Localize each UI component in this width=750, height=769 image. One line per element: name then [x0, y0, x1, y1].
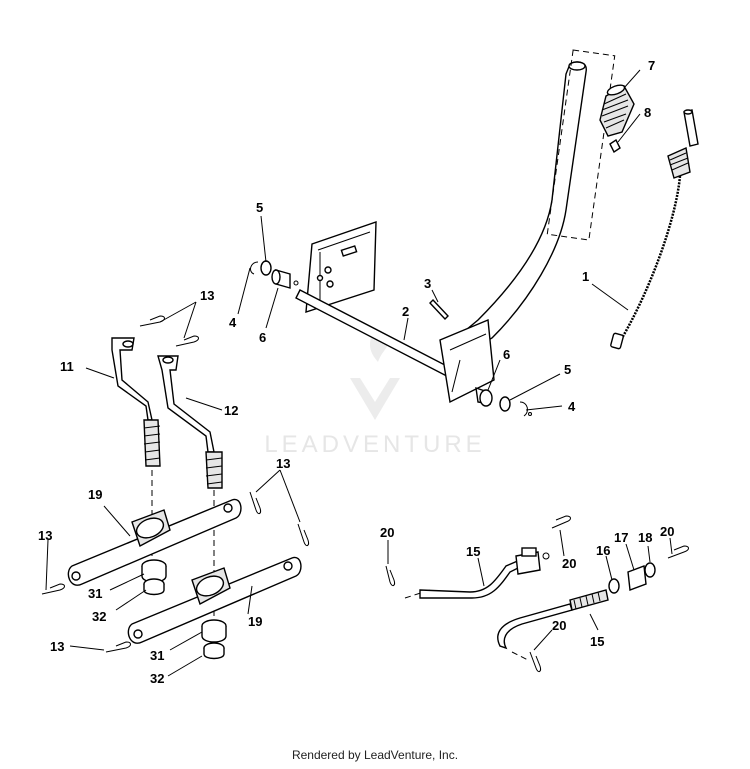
callout-31-upper: 31	[88, 586, 102, 601]
lift-lever	[439, 49, 616, 404]
bushing-31-upper	[141, 559, 167, 583]
callout-19-lower: 19	[248, 614, 262, 629]
callout-13-upper: 13	[200, 288, 214, 303]
callout-1: 1	[582, 269, 589, 284]
mounting-plate	[305, 221, 377, 313]
callout-4-right: 4	[568, 399, 576, 414]
callout-19-upper: 19	[88, 487, 102, 502]
hairpin-clips-lower	[41, 491, 309, 653]
callout-20-right: 20	[660, 524, 674, 539]
callout-20-left: 20	[380, 525, 394, 540]
callout-4-left: 4	[229, 315, 237, 330]
hairpin-clips-20	[385, 515, 689, 673]
callout-7: 7	[648, 58, 655, 73]
callout-3: 3	[424, 276, 431, 291]
leader-lines	[45, 69, 673, 677]
hand-grip	[599, 84, 635, 137]
control-cable	[610, 109, 699, 350]
callout-20-lower: 20	[552, 618, 566, 633]
callout-5-right: 5	[564, 362, 571, 377]
callout-8: 8	[644, 105, 651, 120]
linkage-rod-upper	[419, 547, 550, 599]
nut-18	[644, 562, 656, 578]
callout-5-left: 5	[256, 200, 263, 215]
callout-15-lower: 15	[590, 634, 604, 649]
watermark-text: LEADVENTURE	[264, 431, 485, 458]
lift-arm-lower	[127, 556, 302, 644]
callout-32-lower: 32	[150, 671, 164, 686]
callout-13-left: 13	[38, 528, 52, 543]
callout-15-upper: 15	[466, 544, 480, 559]
linkage-rod-lower	[497, 589, 609, 650]
bushing-31-lower	[201, 619, 227, 643]
cotter-pin	[429, 298, 449, 321]
callout-20-middle: 20	[562, 556, 576, 571]
trunnion-17	[627, 565, 647, 591]
washer-16	[608, 578, 620, 594]
footer-credit: Rendered by LeadVenture, Inc.	[291, 748, 459, 762]
lift-arm-upper	[67, 498, 242, 586]
callout-16: 16	[596, 543, 610, 558]
callout-13-lower: 13	[50, 639, 64, 654]
nut-32-lower	[203, 642, 225, 660]
lift-link-11	[111, 337, 161, 467]
callout-6-left: 6	[259, 330, 266, 345]
callout-12: 12	[224, 403, 238, 418]
left-bushing-set	[250, 260, 299, 289]
right-bushing-set	[475, 386, 532, 417]
callout-13-right: 13	[276, 456, 290, 471]
callout-18: 18	[638, 530, 652, 545]
callout-31-lower: 31	[150, 648, 164, 663]
nut-32-upper	[143, 578, 165, 596]
callout-17: 17	[614, 530, 628, 545]
spring-clip	[609, 138, 621, 154]
callout-2: 2	[402, 304, 409, 319]
callout-32-upper: 32	[92, 609, 106, 624]
callout-6-right: 6	[503, 347, 510, 362]
callout-11: 11	[60, 359, 74, 374]
lift-link-12	[157, 355, 223, 489]
